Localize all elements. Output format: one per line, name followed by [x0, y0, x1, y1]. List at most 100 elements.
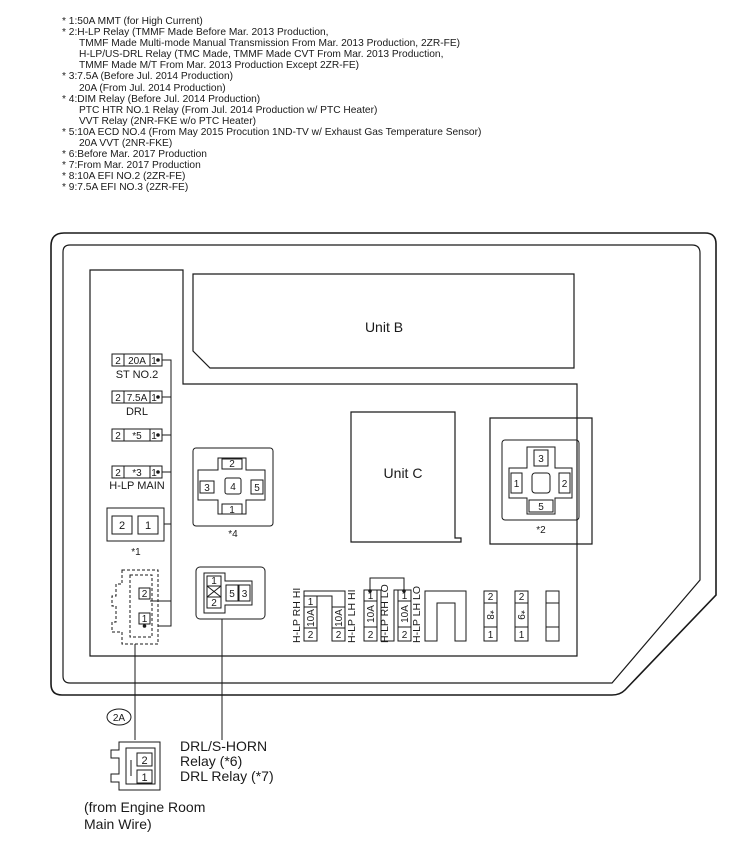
drl-label: DRL [126, 406, 148, 418]
hlp-lh-lo-pin-top: 1 [402, 591, 408, 602]
hlp-rh-hi-rating: 10A [306, 609, 317, 627]
hlp-main-rating: *3 [132, 468, 142, 479]
empty-slot-small [545, 590, 560, 642]
note-line: H-LP/US-DRL Relay (TMC Made, TMMF Made C… [79, 49, 444, 61]
connector-2a-pin-2: 2 [141, 755, 147, 767]
connector-2a-pin-1: 1 [141, 772, 147, 784]
hlp-lh-hi-label: H-LP LH HI [346, 590, 358, 644]
relay2-ref: *2 [536, 525, 546, 536]
hi-bridge [303, 590, 346, 596]
note-line: * 2:H-LP Relay (TMMF Made Before Mar. 20… [62, 27, 329, 39]
mmt-pin-2 [111, 515, 133, 535]
drl-callout-line1: DRL/S-HORN [180, 738, 267, 754]
relay2-pin-d: 5 [538, 502, 544, 513]
hlp-lh-lo-pin-bottom: 2 [402, 630, 408, 641]
drl-rating: 7.5A [127, 393, 148, 404]
relay4-pin-b: 3 [204, 483, 210, 494]
relay-2 [501, 439, 580, 521]
hlp-lh-hi-rating: 10A [334, 609, 345, 627]
connector-2a-code: 2A [113, 713, 126, 724]
relay4-pin-c: 4 [230, 482, 236, 493]
hlp-main-pin-right: 1 [151, 468, 157, 479]
fuse5-pin-left: 2 [115, 431, 121, 442]
note-line: * 5:10A ECD NO.4 (From May 2015 Procutio… [62, 126, 482, 138]
connector-2a-caption-2: Main Wire) [84, 816, 152, 832]
st-no2-label: ST NO.2 [116, 369, 159, 381]
relay4-pin-e: 1 [229, 505, 235, 516]
notes-list: * 1:50A MMT (for High Current) * 2:H-LP … [62, 16, 481, 194]
fuse8-pin-top: 2 [488, 592, 494, 603]
fuse9-pin-top: 2 [519, 592, 525, 603]
hlp-main-label: H-LP MAIN [109, 480, 164, 492]
fuse8-pin-bottom: 1 [488, 630, 494, 641]
hlp-lh-hi-pin-bottom: 2 [336, 630, 342, 641]
relay-4 [192, 447, 274, 527]
note-line: * 3:7.5A (Before Jul. 2014 Production) [62, 71, 234, 83]
relay2-pin-c: 2 [562, 479, 568, 490]
drl-pin-right: 1 [151, 393, 157, 404]
fuse9-rating: *9 [515, 610, 526, 620]
note-line: * 1:50A MMT (for High Current) [62, 16, 203, 27]
drl-horn-pin-c: 5 [229, 589, 235, 600]
mmt-pin-1-label: 1 [145, 520, 151, 532]
drl-horn-relay [195, 566, 266, 740]
drl-callout-line3: DRL Relay (*7) [180, 768, 274, 784]
relay2-pin-a: 3 [538, 454, 544, 465]
connector-2a-caption-1: (from Engine Room [84, 799, 205, 815]
hlp-rh-lo-pin-top: 1 [368, 591, 374, 602]
relay4-pin-d: 5 [254, 483, 260, 494]
unit-b-box [192, 273, 575, 369]
note-line: TMMF Made M/T From Mar. 2013 Production … [79, 60, 360, 72]
lo-bridge [369, 577, 405, 590]
relay2-housing [489, 417, 593, 545]
fuse-mmt [106, 507, 165, 542]
mmt-ref: *1 [131, 547, 141, 558]
empty-slot-large [424, 590, 467, 642]
connector-2a-code-badge [106, 708, 132, 726]
housing-outer [50, 232, 717, 696]
note-line: * 9:7.5A EFI NO.3 (2ZR-FE) [62, 182, 189, 194]
note-line: TMMF Made Multi-mode Manual Transmission… [79, 38, 461, 50]
hlp-rh-hi-pin-bottom: 2 [308, 630, 314, 641]
hlp-rh-lo-pin2-box [363, 626, 378, 642]
drl-callout-line2: Relay (*6) [180, 753, 242, 769]
st-no2-rating: 20A [128, 356, 146, 367]
fuse9-pin-bottom: 1 [519, 630, 525, 641]
note-line: 20A (From Jul. 2014 Production) [79, 82, 226, 94]
unit-c-label: Unit C [384, 465, 423, 481]
hlp-lh-lo-pin2-box [397, 626, 412, 642]
fuse8-rating: *8 [484, 610, 495, 620]
drl-horn-pin-b: 2 [211, 598, 217, 609]
st-no2-pin-right: 1 [151, 356, 157, 367]
note-line: * 7:From Mar. 2017 Production [62, 160, 201, 172]
hlp-rh-hi-pin-top: 1 [308, 597, 314, 608]
drl-pin-left: 2 [115, 393, 121, 404]
hlp-rh-lo-rating: 10A [366, 605, 377, 623]
dashed-pin-1: 1 [142, 614, 148, 625]
mmt-pin-1 [137, 515, 159, 535]
hlp-lh-lo-label: H-LP LH LO [411, 586, 423, 643]
hlp-rh-hi-pin2-box [303, 627, 318, 642]
dashed-pin-2: 2 [142, 589, 148, 600]
fuse5-pin-right: 1 [151, 431, 157, 442]
hlp-main-pin-left: 2 [115, 468, 121, 479]
unit-c-box [350, 411, 462, 543]
unit-b-label: Unit B [365, 319, 403, 335]
st-no2-pin-left: 2 [115, 356, 121, 367]
note-line: * 4:DIM Relay (Before Jul. 2014 Producti… [62, 93, 261, 105]
hlp-rh-lo-label: H-LP RH LO [379, 584, 391, 643]
note-line: * 6:Before Mar. 2017 Production [62, 149, 207, 161]
drl-horn-pin-a: 1 [211, 576, 217, 587]
note-line: * 8:10A EFI NO.2 (2ZR-FE) [62, 171, 186, 183]
drl-horn-pin-d: 3 [242, 589, 248, 600]
housing-inner [62, 244, 701, 684]
note-line: VVT Relay (2NR-FKE w/o PTC Heater) [79, 115, 257, 127]
connector-2a-dashed [111, 569, 159, 645]
hlp-rh-lo-pin-bottom: 2 [368, 630, 374, 641]
hlp-lh-hi-pin2-box [331, 627, 346, 642]
hlp-lh-lo-rating: 10A [400, 605, 411, 623]
fuse5-rating: *5 [132, 431, 142, 442]
block-outline [89, 269, 578, 657]
note-line: 20A VVT (2NR-FKE) [79, 138, 173, 150]
